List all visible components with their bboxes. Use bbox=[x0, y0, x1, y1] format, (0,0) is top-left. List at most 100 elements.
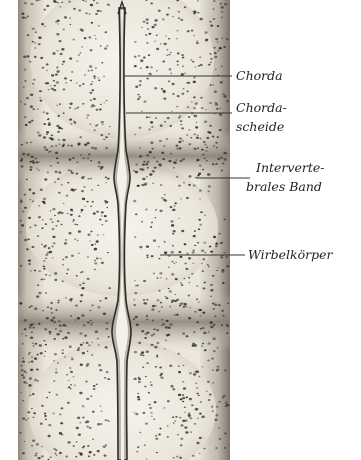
cell-dot bbox=[28, 259, 31, 261]
cell-dot bbox=[51, 245, 53, 247]
cell-dot bbox=[59, 103, 61, 104]
cell-dot bbox=[182, 66, 184, 67]
cell-dot bbox=[191, 404, 193, 406]
cell-dot bbox=[74, 108, 76, 109]
cell-dot bbox=[101, 215, 103, 217]
cell-dot bbox=[45, 82, 47, 84]
cell-dot bbox=[156, 356, 158, 358]
cell-dot bbox=[153, 418, 155, 419]
cell-dot bbox=[94, 260, 96, 262]
cell-dot bbox=[21, 144, 23, 146]
cell-dot bbox=[178, 11, 181, 13]
cell-dot bbox=[99, 108, 102, 110]
cell-dot bbox=[145, 18, 148, 21]
cell-dot bbox=[171, 301, 173, 303]
cell-dot bbox=[157, 299, 160, 301]
cell-dot bbox=[226, 38, 229, 40]
cell-dot bbox=[53, 80, 55, 82]
cell-dot bbox=[210, 284, 213, 286]
cell-dot bbox=[55, 2, 57, 3]
cell-dot bbox=[56, 157, 58, 159]
cell-dot bbox=[146, 319, 148, 321]
cell-dot bbox=[178, 251, 181, 253]
cell-dot bbox=[102, 124, 104, 125]
cell-dot bbox=[93, 212, 96, 214]
cell-dot bbox=[138, 96, 141, 98]
cell-dot bbox=[57, 220, 60, 222]
cell-dot bbox=[170, 52, 172, 54]
cell-dot bbox=[223, 95, 226, 97]
cell-dot bbox=[40, 58, 42, 59]
cell-dot bbox=[173, 230, 176, 232]
cell-dot bbox=[63, 112, 65, 114]
cell-dot bbox=[159, 272, 162, 274]
cell-dot bbox=[75, 189, 77, 190]
cell-dot bbox=[134, 280, 136, 281]
cell-dot bbox=[180, 398, 183, 400]
cell-dot bbox=[137, 393, 139, 394]
cell-dot bbox=[85, 12, 87, 14]
cell-dot bbox=[81, 211, 83, 212]
cell-dot bbox=[133, 318, 135, 320]
cell-dot bbox=[180, 424, 183, 426]
cell-dot bbox=[196, 122, 198, 123]
cell-dot bbox=[56, 125, 59, 127]
cell-dot bbox=[149, 173, 152, 176]
cell-dot bbox=[168, 81, 170, 83]
cell-dot bbox=[178, 366, 180, 367]
cell-dot bbox=[78, 215, 80, 217]
cell-dot bbox=[145, 163, 148, 165]
cell-dot bbox=[71, 172, 74, 174]
cell-dot bbox=[47, 171, 49, 173]
cell-dot bbox=[201, 149, 204, 151]
cell-dot bbox=[58, 115, 60, 117]
cell-dot bbox=[190, 59, 192, 61]
cell-dot bbox=[184, 278, 186, 280]
cell-dot bbox=[62, 349, 64, 351]
cell-dot bbox=[207, 264, 209, 266]
cell-dot bbox=[199, 437, 202, 439]
cell-dot bbox=[90, 99, 92, 101]
cell-dot bbox=[172, 261, 174, 262]
cell-dot bbox=[209, 102, 212, 104]
cell-dot bbox=[21, 374, 23, 376]
cell-dot bbox=[97, 234, 99, 236]
cell-dot bbox=[197, 418, 199, 419]
cell-dot bbox=[103, 76, 105, 78]
cell-dot bbox=[101, 411, 103, 412]
cell-dot bbox=[24, 239, 27, 242]
cell-dot bbox=[90, 83, 93, 85]
cell-dot bbox=[171, 111, 173, 112]
cell-dot bbox=[144, 386, 146, 388]
cell-dot bbox=[167, 425, 169, 426]
cell-dot bbox=[133, 378, 136, 381]
cell-dot bbox=[98, 364, 101, 366]
cell-dot bbox=[176, 106, 178, 108]
cell-dot bbox=[32, 327, 34, 329]
cell-dot bbox=[141, 27, 143, 28]
cell-dot bbox=[199, 18, 202, 21]
cell-dot bbox=[78, 253, 80, 254]
cell-dot bbox=[63, 203, 65, 204]
cell-dot bbox=[20, 201, 23, 203]
cell-dot bbox=[141, 111, 143, 112]
cell-dot bbox=[147, 167, 149, 169]
cell-dot bbox=[71, 188, 74, 190]
cell-dot bbox=[213, 324, 216, 326]
cell-dot bbox=[148, 392, 150, 394]
cell-dot bbox=[198, 309, 201, 311]
cell-dot bbox=[215, 447, 217, 449]
cell-dot bbox=[206, 137, 209, 139]
cell-dot bbox=[57, 362, 59, 363]
cell-dot bbox=[204, 281, 206, 283]
cell-dot bbox=[108, 420, 110, 421]
cell-dot bbox=[138, 378, 141, 380]
cell-dot bbox=[54, 182, 56, 183]
cell-dot bbox=[150, 382, 152, 383]
cell-dot bbox=[67, 332, 70, 334]
cell-dot bbox=[48, 424, 51, 426]
cell-dot bbox=[98, 165, 101, 167]
cell-dot bbox=[191, 30, 193, 32]
cell-dot bbox=[90, 395, 92, 396]
cell-dot bbox=[42, 227, 44, 228]
